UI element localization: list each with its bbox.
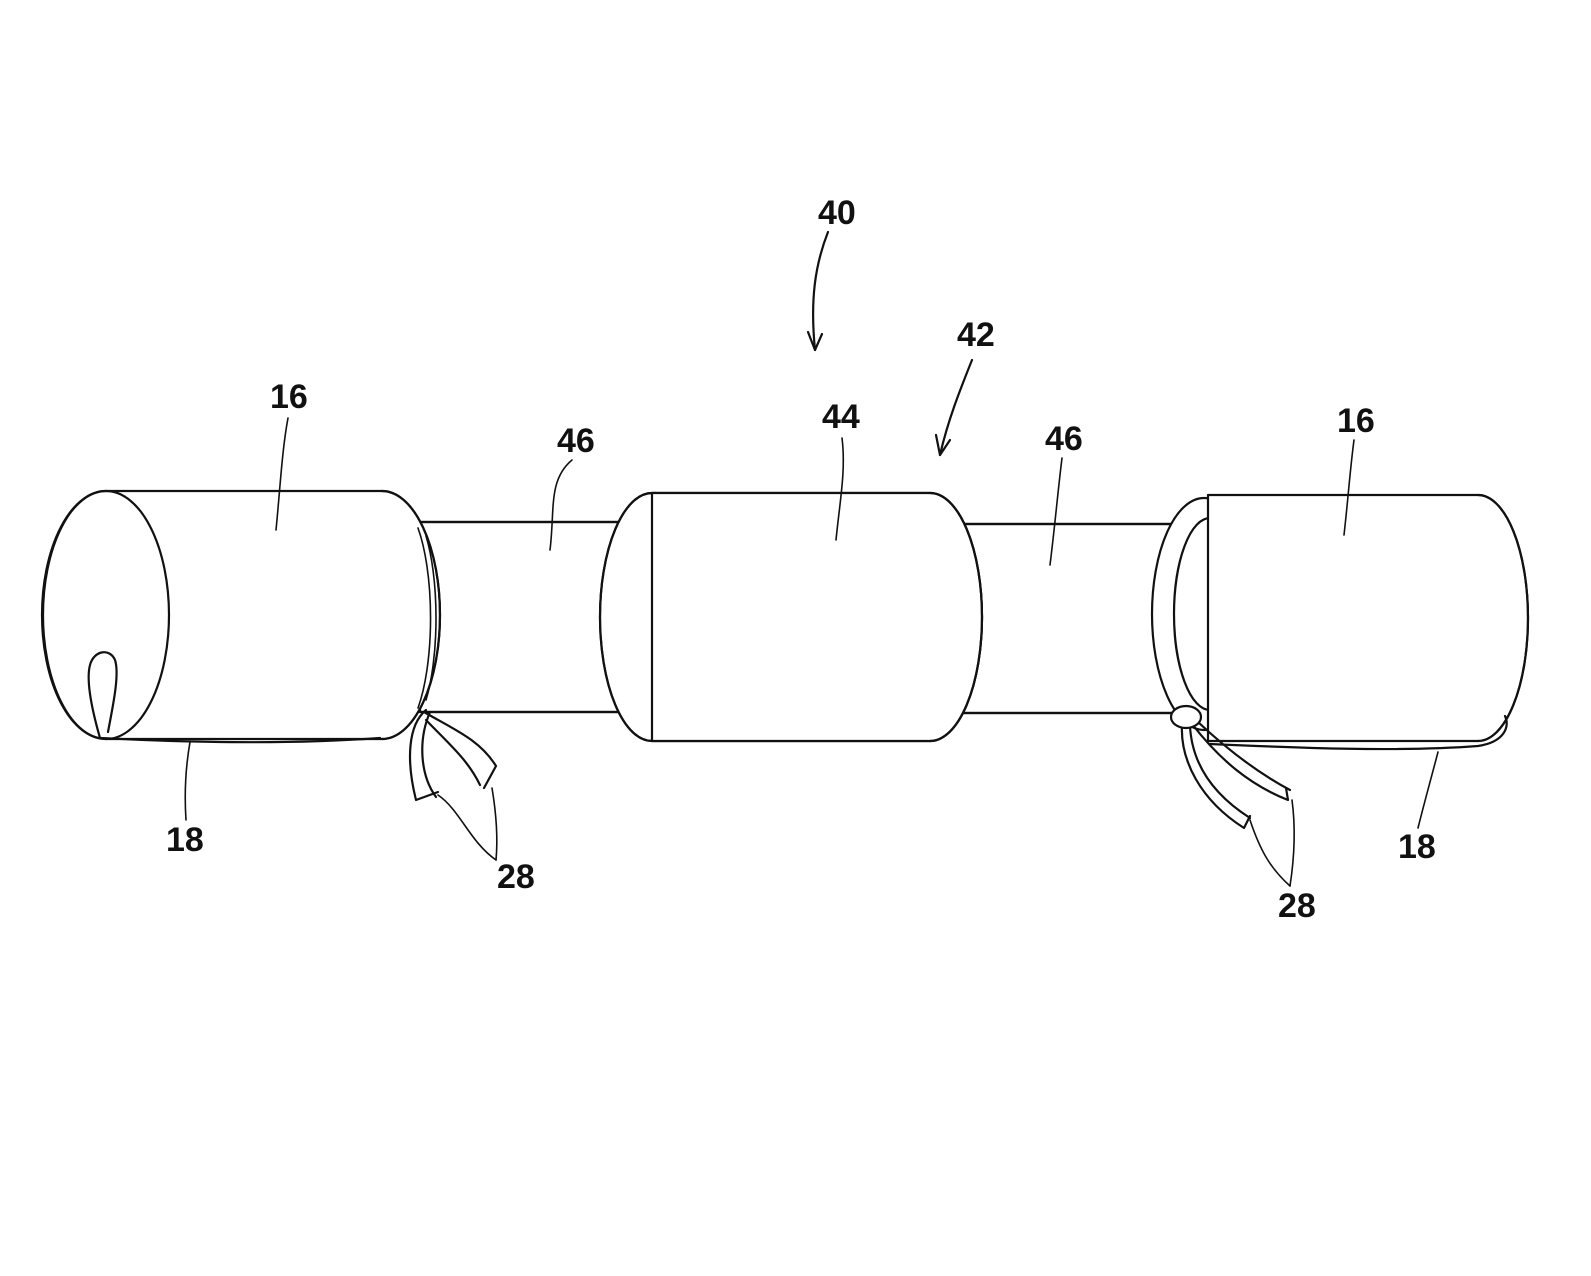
label-16-left: 16 [270, 378, 308, 416]
label-44: 44 [822, 398, 860, 436]
left-end-sleeve-16 [40, 489, 442, 744]
center-collar-44 [598, 491, 984, 743]
label-40: 40 [818, 194, 856, 232]
right-tie-28 [1169, 704, 1292, 830]
label-28-right: 28 [1278, 887, 1316, 925]
label-28-left: 28 [497, 858, 535, 896]
label-46-left: 46 [557, 422, 595, 460]
label-18-left: 18 [166, 821, 204, 859]
right-end-sleeve-16 [1150, 493, 1530, 751]
label-18-right: 18 [1398, 828, 1436, 866]
label-42: 42 [957, 316, 995, 354]
left-tie-28 [408, 708, 498, 802]
label-16-right: 16 [1337, 402, 1375, 440]
leader-lines [184, 230, 1439, 887]
label-46-right: 46 [1045, 420, 1083, 458]
